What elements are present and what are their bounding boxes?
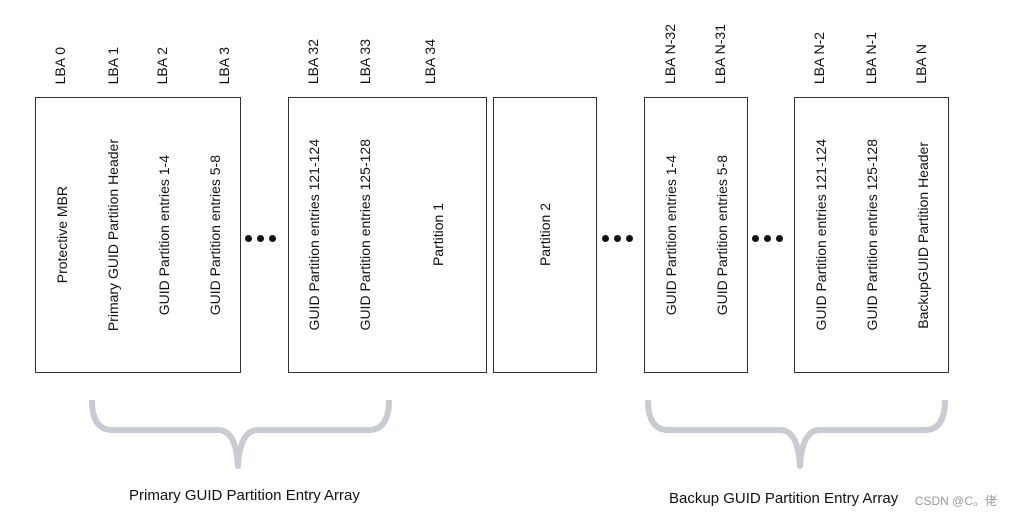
backup-entries-1-4-cell: GUID Partition entries 1-4 [644, 97, 697, 373]
lba-label-n: LBA N [913, 44, 929, 84]
lba-label-n-31: LBA N-31 [712, 24, 728, 84]
backup-entries-5-8-cell: GUID Partition entries 5-8 [696, 97, 748, 373]
partition-1-cell: Partition 1 [390, 97, 487, 373]
lba-label-3: LBA 3 [216, 46, 232, 84]
backup-header-cell: BackupGUID Partition Header [897, 97, 949, 373]
primary-entries-5-8-cell: GUID Partition entries 5-8 [189, 97, 241, 373]
lba-label-32: LBA 32 [305, 38, 321, 84]
primary-entries-121-124-cell: GUID Partition entries 121-124 [288, 97, 340, 373]
primary-entries-1-4-cell: GUID Partition entries 1-4 [138, 97, 190, 373]
ellipsis-3 [752, 235, 783, 242]
watermark: CSDN @C。佬 [914, 494, 997, 508]
backup-brace [645, 400, 948, 469]
lba-label-34: LBA 34 [422, 38, 438, 84]
lba-label-n-32: LBA N-32 [662, 24, 678, 84]
backup-entries-121-124-cell: GUID Partition entries 121-124 [794, 97, 847, 373]
lba-label-n-2: LBA N-2 [811, 31, 827, 84]
primary-brace [89, 400, 392, 469]
lba-label-0: LBA 0 [52, 46, 68, 84]
primary-header-cell: Primary GUID Partition Header [87, 97, 139, 373]
ellipsis-2 [602, 235, 633, 242]
lba-label-1: LBA 1 [105, 46, 121, 84]
protective-mbr-cell: Protective MBR [35, 97, 88, 373]
backup-entries-125-128-cell: GUID Partition entries 125-128 [846, 97, 898, 373]
lba-label-n-1: LBA N-1 [863, 31, 879, 84]
primary-array-caption: Primary GUID Partition Entry Array [129, 487, 360, 504]
partition-2-cell: Partition 2 [493, 97, 597, 373]
primary-entries-125-128-cell: GUID Partition entries 125-128 [339, 97, 391, 373]
ellipsis-1 [245, 235, 276, 242]
lba-label-33: LBA 33 [357, 38, 373, 84]
backup-array-caption: Backup GUID Partition Entry Array [669, 490, 899, 507]
lba-label-2: LBA 2 [154, 46, 170, 84]
